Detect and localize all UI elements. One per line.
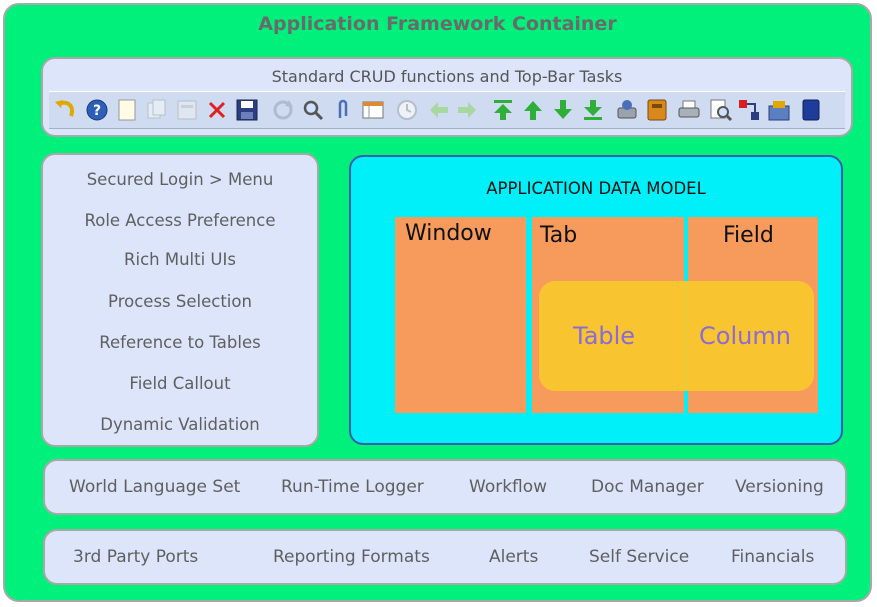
list-item: Doc Manager bbox=[591, 477, 704, 497]
column-label: Column bbox=[699, 322, 791, 350]
framework-container: Application Framework Container Standard… bbox=[3, 3, 872, 602]
zoom-across-icon[interactable] bbox=[709, 98, 733, 122]
history-icon[interactable] bbox=[395, 98, 419, 122]
back-icon[interactable] bbox=[427, 98, 451, 122]
model-title: APPLICATION DATA MODEL bbox=[486, 179, 706, 198]
list-item: Field Callout bbox=[129, 374, 231, 393]
window-label: Window bbox=[405, 221, 492, 246]
list-item: 3rd Party Ports bbox=[73, 547, 199, 567]
list-item: Secured Login > Menu bbox=[86, 170, 274, 189]
window-block bbox=[395, 217, 526, 413]
find-icon[interactable] bbox=[301, 98, 325, 122]
delete-selection-icon[interactable] bbox=[175, 98, 199, 122]
multi-view-icon[interactable] bbox=[361, 98, 385, 122]
list-item: Self Service bbox=[589, 547, 690, 567]
delete-record-icon[interactable] bbox=[205, 98, 229, 122]
list-item: Versioning bbox=[735, 477, 824, 497]
last-record-icon[interactable] bbox=[581, 98, 605, 122]
main-title: Application Framework Container bbox=[258, 13, 617, 35]
archive-icon[interactable] bbox=[645, 98, 669, 122]
print-icon[interactable] bbox=[677, 98, 701, 122]
save-icon[interactable] bbox=[235, 98, 259, 122]
workflow-icon[interactable] bbox=[737, 98, 761, 122]
table-label: Table bbox=[573, 322, 636, 350]
list-item: Process Selection bbox=[108, 292, 252, 311]
help-icon[interactable]: ? bbox=[85, 98, 109, 122]
field-label: Field bbox=[723, 223, 774, 248]
list-item: Financials bbox=[731, 547, 815, 567]
end-icon[interactable] bbox=[799, 98, 823, 122]
services-row-1: World Language Set Run-Time Logger Workf… bbox=[43, 459, 847, 515]
data-model-panel: APPLICATION DATA MODEL Window Tab Field … bbox=[349, 155, 843, 445]
feature-list-panel: Secured Login > Menu Role Access Prefere… bbox=[41, 153, 319, 447]
toolbar-title: Standard CRUD functions and Top-Bar Task… bbox=[271, 67, 623, 86]
table-column-block bbox=[539, 281, 814, 391]
product-info-icon[interactable] bbox=[767, 98, 791, 122]
list-item: Rich Multi UIs bbox=[124, 250, 236, 269]
new-record-icon[interactable] bbox=[115, 98, 139, 122]
first-record-icon[interactable] bbox=[491, 98, 515, 122]
list-item: Workflow bbox=[469, 477, 548, 497]
list-item: Alerts bbox=[489, 547, 539, 567]
list-item: Run-Time Logger bbox=[281, 477, 424, 497]
next-record-icon[interactable] bbox=[551, 98, 575, 122]
list-item: Reference to Tables bbox=[99, 333, 261, 352]
refresh-icon[interactable] bbox=[271, 98, 295, 122]
report-icon[interactable] bbox=[615, 98, 639, 122]
svg-text:?: ? bbox=[93, 103, 101, 119]
list-item: Role Access Preference bbox=[84, 211, 276, 230]
previous-record-icon[interactable] bbox=[521, 98, 545, 122]
forward-icon[interactable] bbox=[455, 98, 479, 122]
attachment-icon[interactable] bbox=[331, 98, 355, 122]
undo-icon[interactable] bbox=[53, 98, 77, 122]
list-item: World Language Set bbox=[69, 477, 241, 497]
crud-toolbar-panel: Standard CRUD functions and Top-Bar Task… bbox=[41, 57, 853, 137]
services-row-2: 3rd Party Ports Reporting Formats Alerts… bbox=[43, 529, 847, 585]
tab-label: Tab bbox=[540, 223, 578, 248]
copy-record-icon[interactable] bbox=[145, 98, 169, 122]
list-item: Reporting Formats bbox=[273, 547, 430, 567]
toolbar-strip: ? bbox=[49, 91, 845, 129]
list-item: Dynamic Validation bbox=[100, 415, 260, 434]
